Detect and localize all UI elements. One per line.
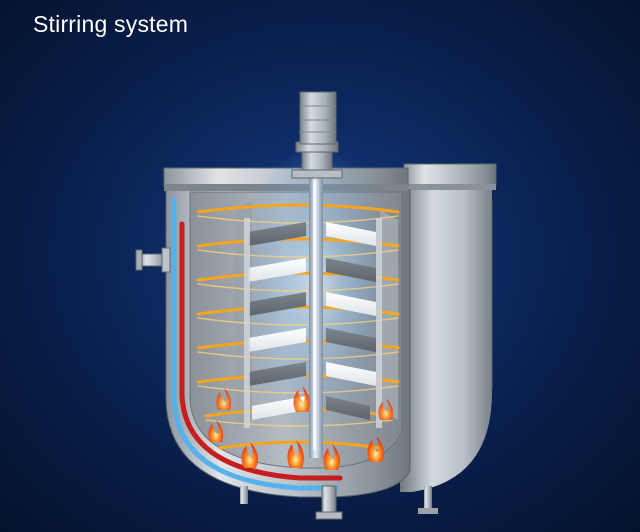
flame-icons [208, 386, 394, 470]
flame-icon [323, 444, 340, 470]
support-legs [240, 486, 438, 514]
cooling-jacket [171, 197, 339, 491]
right-paddles [326, 222, 376, 420]
flame-icon [293, 386, 310, 412]
heating-jacket [179, 221, 343, 481]
bottom-outlet-valve [315, 485, 343, 520]
vessel-exterior-shell [400, 163, 497, 492]
flame-icon [216, 388, 232, 410]
side-inlet-pipe [135, 247, 171, 273]
paddle-blades [244, 218, 382, 428]
flame-icon [378, 398, 394, 420]
flame-icon [208, 420, 224, 442]
motor-icon [291, 91, 343, 179]
flame-icon [241, 442, 258, 468]
flame-icon [287, 440, 304, 468]
page-title: Stirring system [33, 11, 189, 37]
flame-icon [367, 436, 384, 462]
left-paddles [248, 222, 306, 420]
